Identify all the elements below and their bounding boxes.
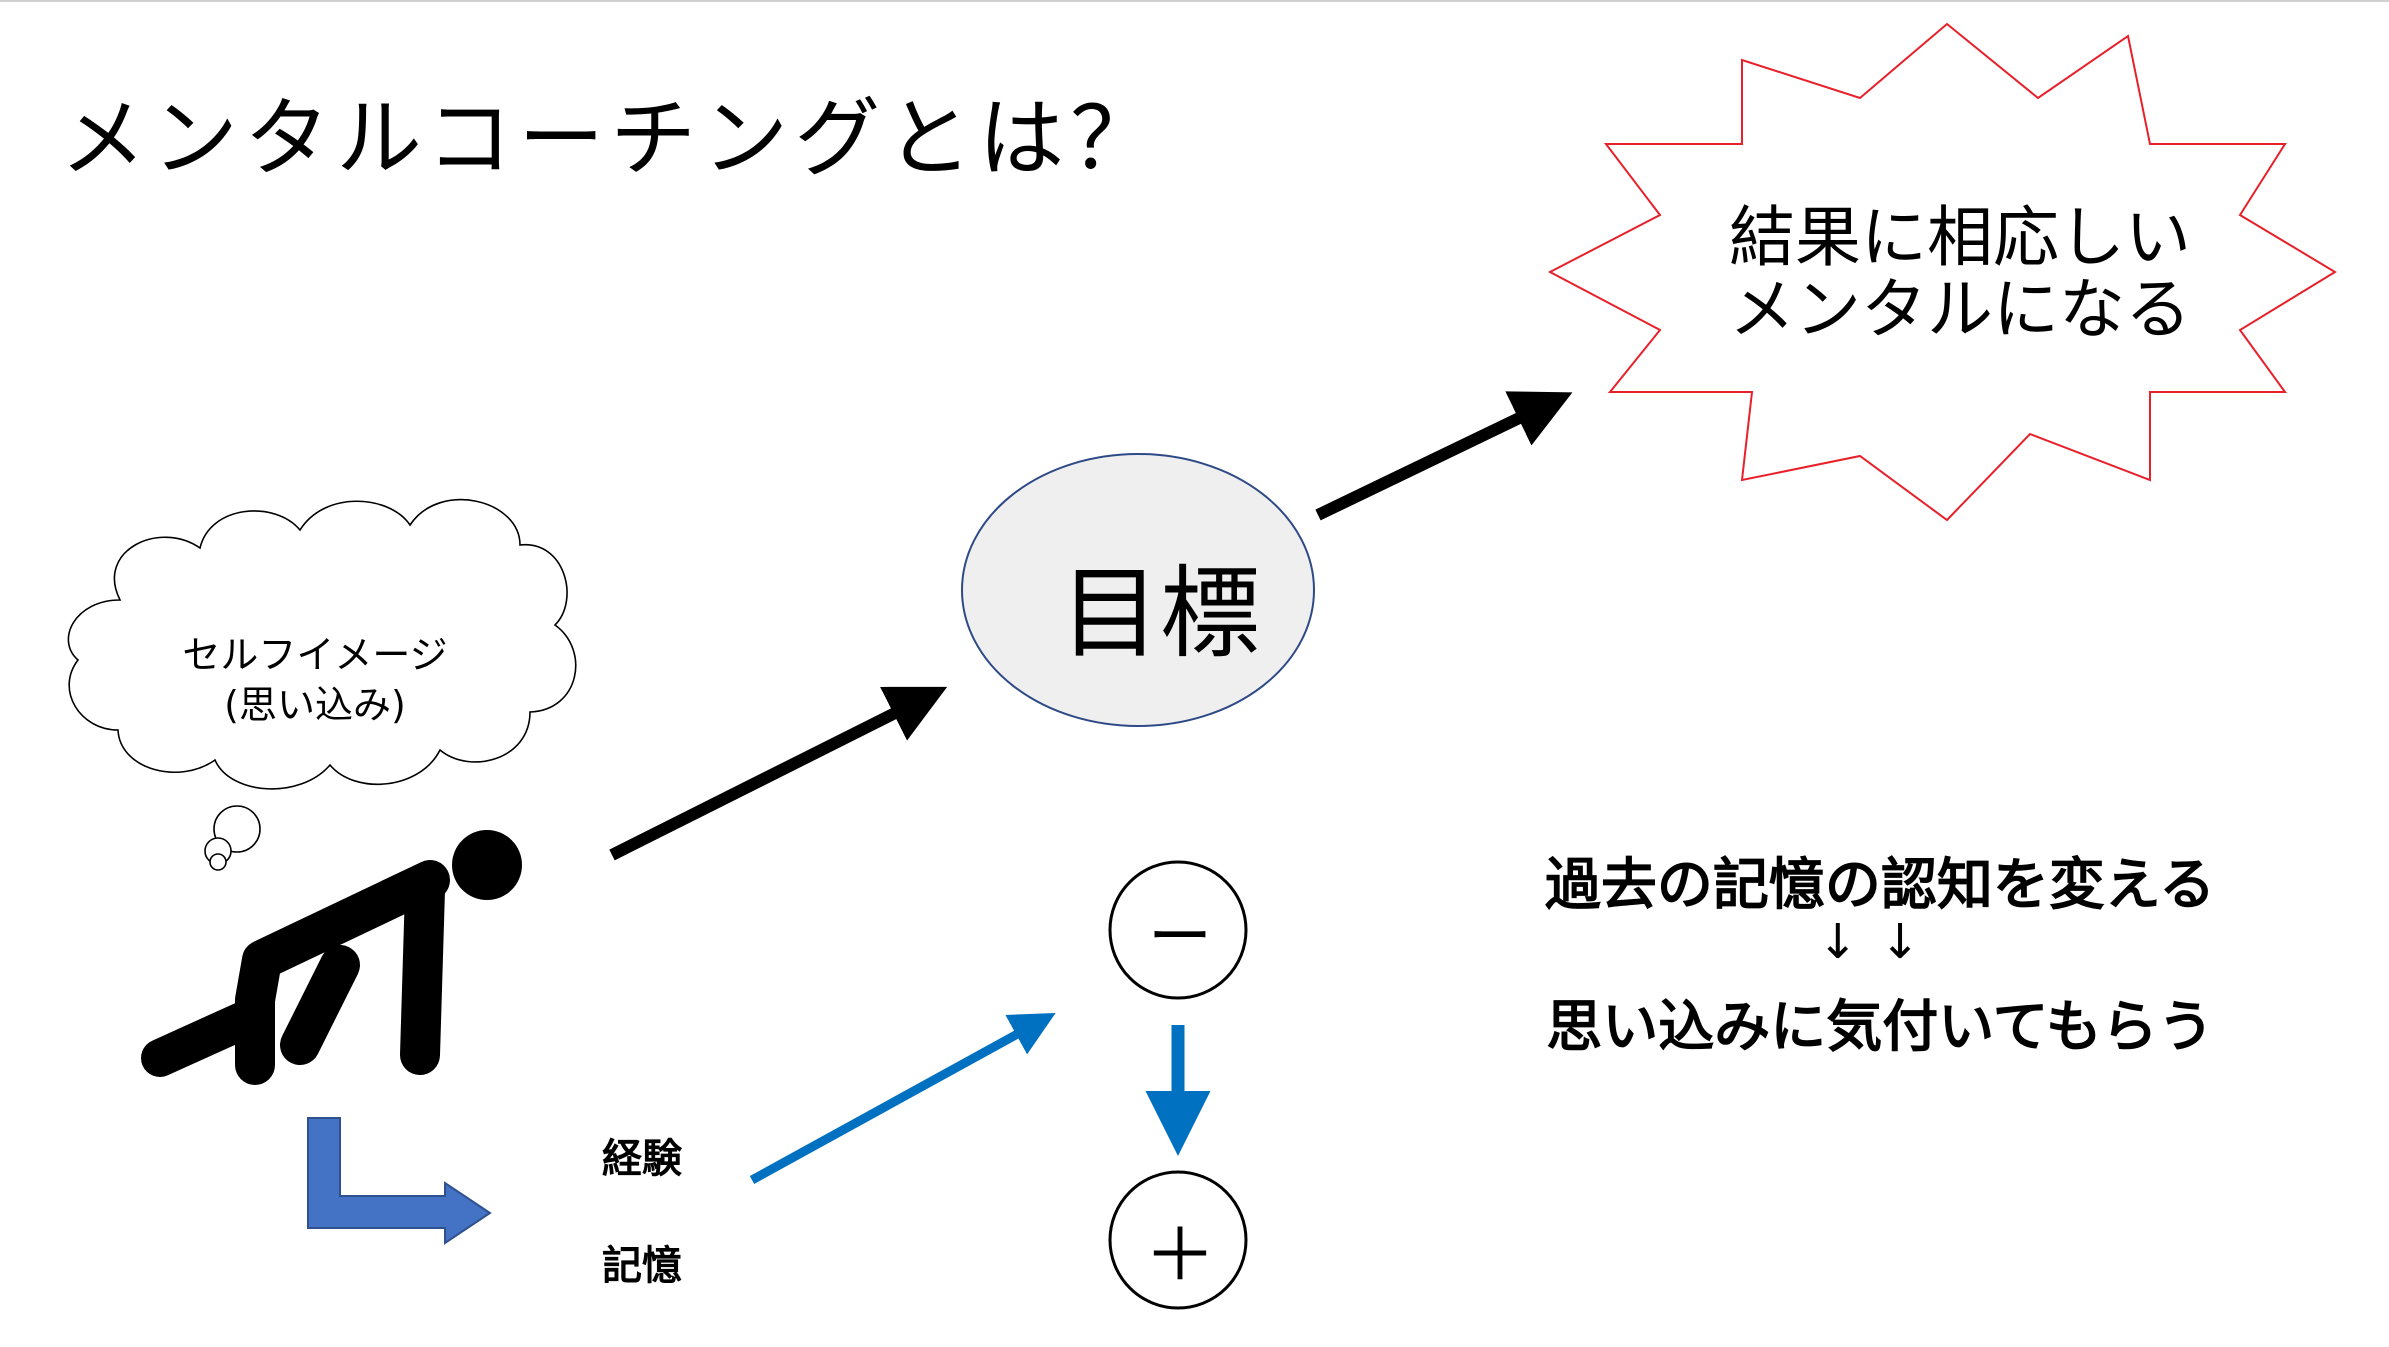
experience-label: 経験 [602, 1136, 682, 1182]
plus-symbol: ＋ [1143, 1213, 1216, 1297]
goal-ellipse [961, 453, 1315, 727]
starting-runner-icon [141, 830, 522, 1085]
arrow-experience-to-minus [749, 1012, 1056, 1184]
message-line-2: 思い込みに気付いてもらう [1546, 995, 2214, 1060]
plus-circle [1108, 1170, 1248, 1310]
result-text-line-1: 結果に相応しい [1729, 199, 2191, 276]
burst-shape [1547, 22, 2337, 522]
self-image-line-2: (思い込み) [224, 683, 406, 727]
page-title: メンタルコーチングとは？ [60, 89, 1163, 189]
result-text: 結果に相応しい メンタルになる [1660, 202, 2260, 346]
goal-label: 目標 [1060, 555, 1260, 672]
minus-symbol: ー [1148, 901, 1212, 975]
message-down-arrows: ↓↓ [1817, 914, 1943, 970]
message-line-1: 過去の記憶の認知を変える [1544, 853, 2216, 918]
self-image-text: セルフイメージ (思い込み) [70, 630, 560, 730]
self-image-line-1: セルフイメージ [182, 633, 448, 677]
memory-label: 記憶 [602, 1243, 682, 1289]
bent-arrow-icon [307, 1117, 492, 1245]
result-text-line-2: メンタルになる [1729, 271, 2191, 348]
thought-cloud [67, 499, 577, 871]
minus-circle [1108, 860, 1248, 1000]
arrow-to-result [1315, 391, 1573, 521]
arrow-to-goal [609, 686, 948, 861]
